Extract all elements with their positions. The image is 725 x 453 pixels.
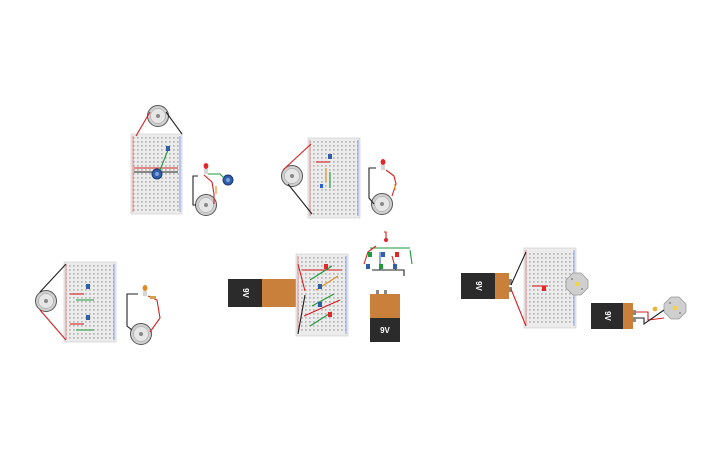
battery-3[interactable]: 9V: [461, 273, 512, 299]
circuit-2[interactable]: [281, 137, 397, 219]
circuit-1[interactable]: [130, 105, 234, 216]
battery-1[interactable]: 9V: [228, 279, 305, 307]
motor-4[interactable]: [371, 193, 393, 215]
led-4[interactable]: [86, 315, 90, 320]
potentiometer-1[interactable]: [151, 168, 163, 180]
battery-2-label: 9V: [380, 326, 390, 335]
potentiometer-2[interactable]: [222, 174, 234, 186]
battery-3-label: 9V: [474, 281, 483, 291]
circuit-5[interactable]: 9V 9V: [461, 247, 687, 329]
led-3[interactable]: [86, 284, 90, 289]
motor-2[interactable]: [195, 194, 217, 216]
battery-4[interactable]: 9V: [591, 303, 636, 329]
battery-4-label: 9V: [603, 311, 612, 321]
led-red-1[interactable]: [203, 162, 209, 175]
led-yellow[interactable]: [652, 306, 658, 312]
led-cluster[interactable]: [363, 231, 413, 276]
led-1[interactable]: [166, 146, 170, 151]
led-red-2[interactable]: [380, 158, 386, 171]
battery-2[interactable]: 9V: [370, 290, 400, 342]
battery-1-label: 9V: [241, 288, 250, 298]
motor-5[interactable]: [35, 290, 57, 312]
motor-8[interactable]: [663, 296, 687, 320]
led-orange[interactable]: [142, 285, 148, 296]
led-2[interactable]: [328, 154, 332, 159]
motor-7[interactable]: [565, 272, 589, 296]
motor-1[interactable]: [147, 105, 169, 127]
circuit-3[interactable]: [35, 261, 161, 345]
circuit-4[interactable]: 9V: [228, 231, 413, 342]
motor-6[interactable]: [130, 323, 152, 345]
